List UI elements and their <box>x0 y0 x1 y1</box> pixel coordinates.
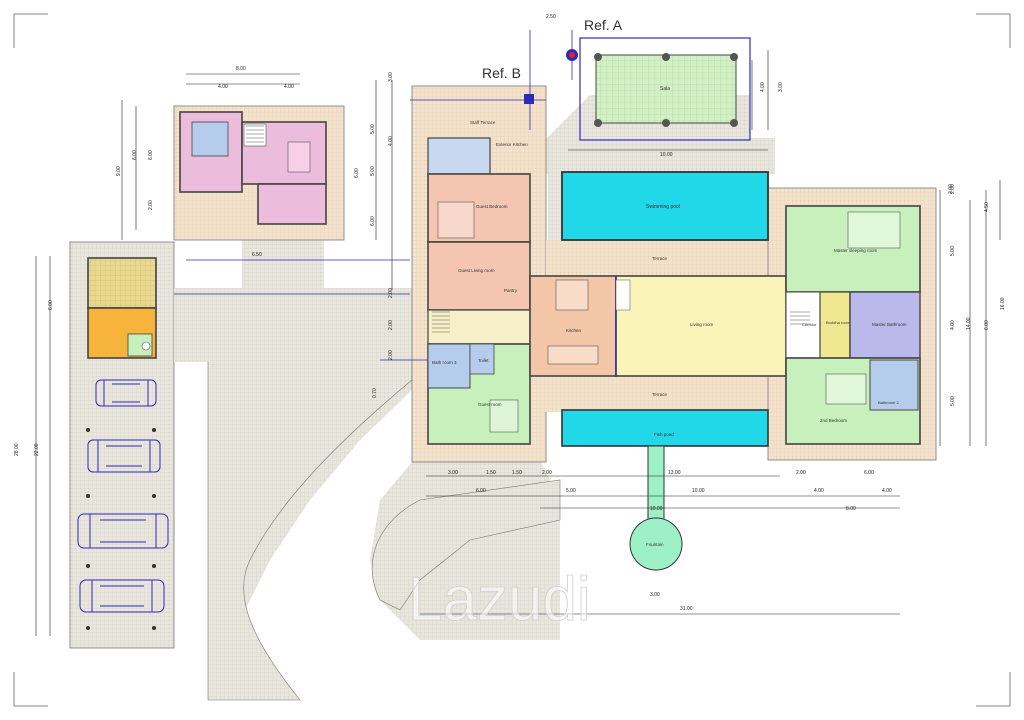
dim-label: 3.00 <box>388 72 394 82</box>
dim-label: 5.00 <box>566 488 576 494</box>
dim-label: 6.50 <box>252 252 262 258</box>
dim-label: 6.00 <box>132 150 138 160</box>
garage <box>77 257 169 630</box>
dim-label: 2.00 <box>388 288 394 298</box>
label-guest-living: Guest Living room <box>458 268 495 273</box>
dim-label: 13.00 <box>668 470 681 476</box>
dim-label: 6.00 <box>148 150 154 160</box>
dim-label: 10.00 <box>692 488 705 494</box>
dim-label: 10.00 <box>660 152 673 158</box>
dim-label: 5.00 <box>370 124 376 134</box>
central-wing <box>529 275 787 377</box>
master-wing <box>785 205 921 445</box>
ref-a-label: Ref. A <box>584 17 623 33</box>
room-labels: Sala Staff Terrace Exterior Kitchen Gues… <box>432 86 907 547</box>
label-terrace-bottom: Terrace <box>652 392 668 397</box>
corner-marks <box>13 13 1011 707</box>
label-buddha-room: Buddha room <box>826 320 851 325</box>
dimension-lines <box>35 50 1001 636</box>
dim-label: 2.00 <box>950 184 956 194</box>
dim-label: 6.00 <box>864 470 874 476</box>
swimming-pool <box>561 171 769 241</box>
dim-label: 4.00 <box>388 136 394 146</box>
dim-label: 8.00 <box>846 506 856 512</box>
label-guest-bedroom-1: Guest Bedroom <box>476 204 508 209</box>
dim-label: 3.00 <box>650 592 660 598</box>
ref-a-marker <box>566 49 578 61</box>
dim-label: 31.00 <box>680 606 693 612</box>
dim-label: 2.00 <box>542 470 552 476</box>
dim-label: 4.00 <box>814 488 824 494</box>
sala <box>579 37 751 141</box>
dim-label: 2.50 <box>546 14 556 20</box>
dim-label: 1.50 <box>486 470 496 476</box>
dim-label: 14.00 <box>966 317 972 330</box>
dim-label: 0.70 <box>372 388 378 398</box>
ref-b-label: Ref. B <box>482 65 521 81</box>
label-master-bedroom: Master sleeping room <box>834 248 878 253</box>
label-fountain: Fountain <box>646 542 664 547</box>
dim-label: 6.00 <box>48 300 54 310</box>
label-bathroom-2: Bathroom 2 <box>878 400 899 405</box>
label-fish-pond: Fish pond <box>654 432 674 437</box>
dim-label: 16.00 <box>1000 297 1006 310</box>
label-staff-terrace: Staff Terrace <box>470 120 496 125</box>
label-second-bedroom: 2nd Bedroom <box>820 418 847 423</box>
dim-label: 6.00 <box>370 216 376 226</box>
fish-pond-shape <box>561 409 769 447</box>
dim-label: 8.00 <box>236 66 246 72</box>
dim-label: 4.00 <box>218 84 228 90</box>
label-swimming-pool: Swimming pool <box>646 204 680 210</box>
dim-label: 4.00 <box>284 84 294 90</box>
dim-label: 6.00 <box>354 168 360 178</box>
label-toilet: Toilet <box>478 358 489 363</box>
label-guest-bedroom-2: Guest room <box>478 402 502 407</box>
dim-label: 3.00 <box>778 82 784 92</box>
label-terrace-top: Terrace <box>652 256 668 261</box>
dim-label: 4.00 <box>882 488 892 494</box>
label-bathroom-3: Bath room 3 <box>432 360 457 365</box>
dimension-labels: 2.50 8.00 4.00 4.00 3.00 4.00 5.00 6.00 … <box>14 14 1006 612</box>
ref-b-marker <box>524 94 534 104</box>
dim-label: 6.00 <box>984 320 990 330</box>
fountain-shape <box>629 445 683 571</box>
dim-label: 28.00 <box>14 443 20 456</box>
label-kitchen: Kitchen <box>566 328 582 333</box>
dim-label: 5.00 <box>370 166 376 176</box>
dim-label: 1.50 <box>512 470 522 476</box>
staff-house <box>179 111 327 225</box>
label-corridor: Corridor <box>802 322 817 327</box>
dim-label: 2.00 <box>388 350 394 360</box>
dim-label: 2.00 <box>148 200 154 210</box>
guest-wing <box>427 137 531 445</box>
label-service-kitchen: Exterior Kitchen <box>496 142 528 147</box>
dim-label: 4.00 <box>760 82 766 92</box>
label-master-bathroom: Master Bathroom <box>872 322 907 327</box>
label-pantry: Pantry <box>504 288 518 293</box>
dim-label: 2.00 <box>948 184 954 194</box>
dim-label: 5.00 <box>950 396 956 406</box>
dim-label: 10.00 <box>650 506 663 512</box>
dim-label: 2.00 <box>388 320 394 330</box>
dim-label: 2.00 <box>796 470 806 476</box>
dim-label: 9.00 <box>116 166 122 176</box>
dim-label: 6.00 <box>476 488 486 494</box>
dim-label: 3.00 <box>448 470 458 476</box>
label-living-room: Living room <box>690 322 714 327</box>
dim-label: 22.00 <box>34 443 40 456</box>
label-sala: Sala <box>660 86 670 92</box>
dim-label: 4.50 <box>984 202 990 212</box>
dim-label: 5.00 <box>950 246 956 256</box>
dim-label: 4.00 <box>950 320 956 330</box>
watermark: Lazudi <box>408 565 591 634</box>
